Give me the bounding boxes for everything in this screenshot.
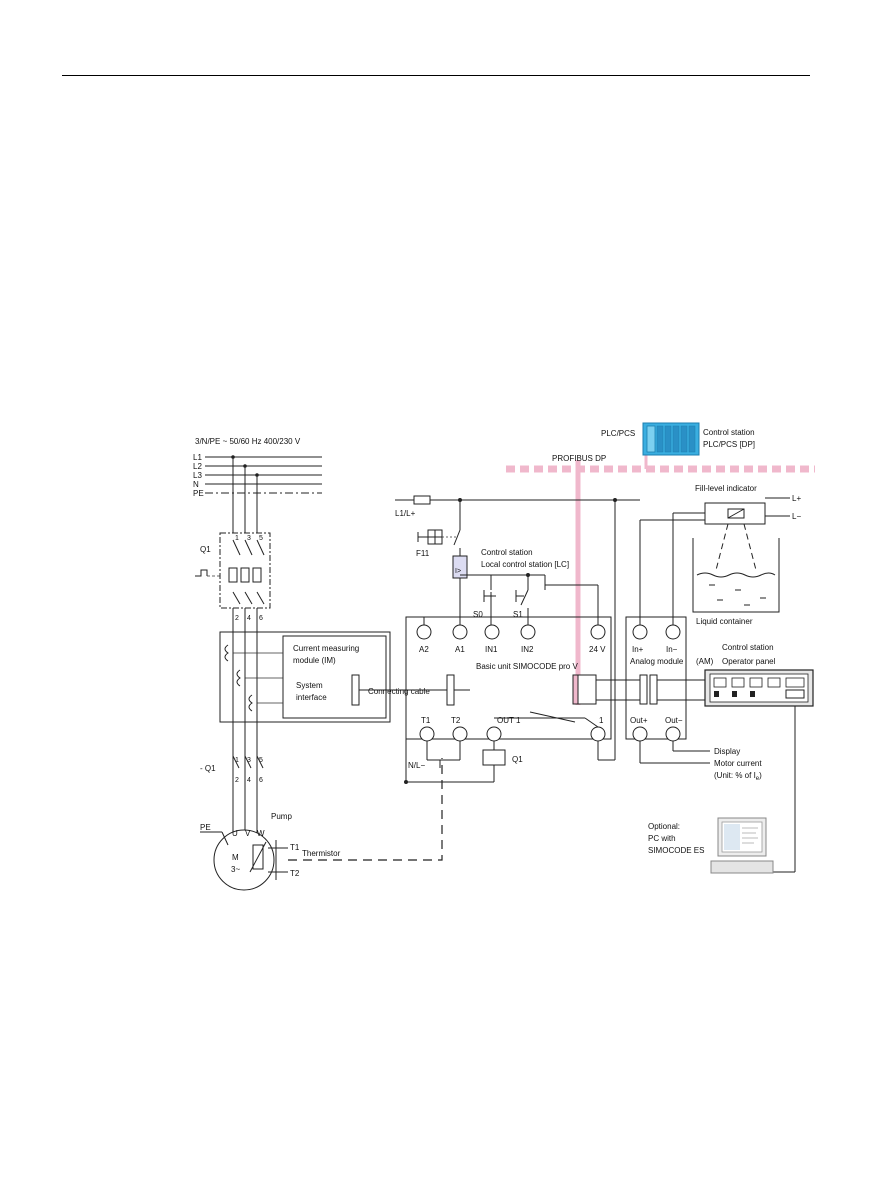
breaker-term-1: 1 (235, 535, 239, 542)
connecting-cable-label: Connecting cable (368, 687, 430, 696)
local-station-line1: Control station (481, 548, 533, 557)
l1-label: L1/L+ (395, 509, 416, 518)
current-measuring-module (219, 631, 391, 723)
analog-name: Analog module (630, 657, 684, 666)
display-line1: Display (714, 747, 740, 756)
contactor-term-4: 4 (247, 777, 251, 784)
analog-am: (AM) (696, 657, 714, 666)
motor-m: M (232, 853, 239, 862)
plc-station-line2: PLC/PCS [DP] (703, 440, 755, 449)
fill-level-lminus: L− (792, 512, 801, 521)
fill-level-title: Fill-level indicator (695, 484, 757, 493)
module-sys-line2: interface (296, 693, 327, 702)
line-n: N (193, 480, 199, 489)
motor-pe: PE (200, 823, 211, 832)
term-in2: IN2 (521, 645, 534, 654)
motor-term-v: V (245, 829, 251, 838)
plc-label: PLC/PCS (601, 429, 635, 438)
basic-unit-name: Basic unit SIMOCODE pro V (476, 662, 578, 671)
contactor-q1 (232, 755, 264, 769)
connecting-cable (351, 674, 470, 706)
analog-out-plus: Out+ (630, 716, 648, 725)
pc-icon (710, 817, 774, 874)
fill-level-lplus: L+ (792, 494, 801, 503)
display-line2: Motor current (714, 759, 762, 768)
liquid-container-label: Liquid container (696, 617, 753, 626)
contactor-term-5: 5 (259, 757, 263, 764)
operator-panel-icon (704, 669, 814, 873)
switch-s0: S0 (473, 610, 483, 619)
analog-module (625, 512, 710, 764)
f11-label: F11 (416, 549, 430, 558)
motor-phase: 3~ (231, 865, 240, 874)
breaker-term-2: 2 (235, 615, 239, 622)
term-a1: A1 (455, 645, 465, 654)
term-1: 1 (599, 716, 604, 725)
thermistor-dashed-wire (288, 758, 443, 861)
operator-panel-line2: Operator panel (722, 657, 776, 666)
breaker-term-5: 5 (259, 535, 263, 542)
line-l1: L1 (193, 453, 202, 462)
pc-line3: SIMOCODE ES (648, 846, 704, 855)
term-24v: 24 V (589, 645, 606, 654)
breaker-label: Q1 (200, 545, 211, 554)
motor-t2: T2 (290, 869, 300, 878)
term-t2: T2 (451, 716, 461, 725)
svg-text:I>: I> (455, 568, 461, 575)
fill-level-indicator (692, 497, 790, 613)
contactor-term-6: 6 (259, 777, 263, 784)
basic-unit (404, 584, 615, 784)
plc-station-line1: Control station (703, 428, 755, 437)
contactor-term-2: 2 (235, 777, 239, 784)
breaker-term-3: 3 (247, 535, 251, 542)
analog-out-minus: Out− (665, 716, 683, 725)
f11-fuse-icon (417, 529, 456, 545)
supply-lines (205, 455, 322, 494)
overcurrent-relay: I> (452, 555, 468, 579)
module-title-line2: module (IM) (293, 656, 336, 665)
display-line3: (Unit: % of Ie) (714, 771, 762, 782)
analog-in-plus: In+ (632, 645, 644, 654)
term-in1: IN1 (485, 645, 498, 654)
motor-symbol (200, 829, 288, 891)
breaker-term-6: 6 (259, 615, 263, 622)
motor-pump: Pump (271, 812, 292, 821)
pc-line1: Optional: (648, 822, 680, 831)
nl-label: N/L− (408, 761, 425, 770)
term-out1: OUT 1 (497, 716, 521, 725)
contactor-label: - Q1 (200, 764, 216, 773)
line-l3: L3 (193, 471, 202, 480)
module-link (596, 674, 705, 705)
term-a2: A2 (419, 645, 429, 654)
line-pe: PE (193, 489, 204, 498)
contactor-term-1: 1 (235, 757, 239, 764)
line-l2: L2 (193, 462, 202, 471)
header-rule (62, 75, 810, 76)
operator-panel-line1: Control station (722, 643, 774, 652)
contactor-term-3: 3 (247, 757, 251, 764)
module-sys-line1: System (296, 681, 323, 690)
motor-t1: T1 (290, 843, 300, 852)
breaker-term-4: 4 (247, 615, 251, 622)
motor-thermistor: Thermistor (302, 849, 341, 858)
plc-rack-icon (642, 422, 700, 456)
module-title-line1: Current measuring (293, 644, 359, 653)
local-station-line2: Local control station [LC] (481, 560, 569, 569)
motor-term-u: U (232, 829, 238, 838)
profibus-label: PROFIBUS DP (552, 454, 606, 463)
pc-line2: PC with (648, 834, 676, 843)
breaker-q1 (195, 532, 271, 609)
supply-spec: 3/N/PE ~ 50/60 Hz 400/230 V (195, 437, 301, 446)
q1-coil-label: Q1 (512, 755, 523, 764)
motor-term-w: W (257, 829, 265, 838)
term-t1: T1 (421, 716, 431, 725)
switch-s1: S1 (513, 610, 523, 619)
analog-in-minus: In− (666, 645, 678, 654)
